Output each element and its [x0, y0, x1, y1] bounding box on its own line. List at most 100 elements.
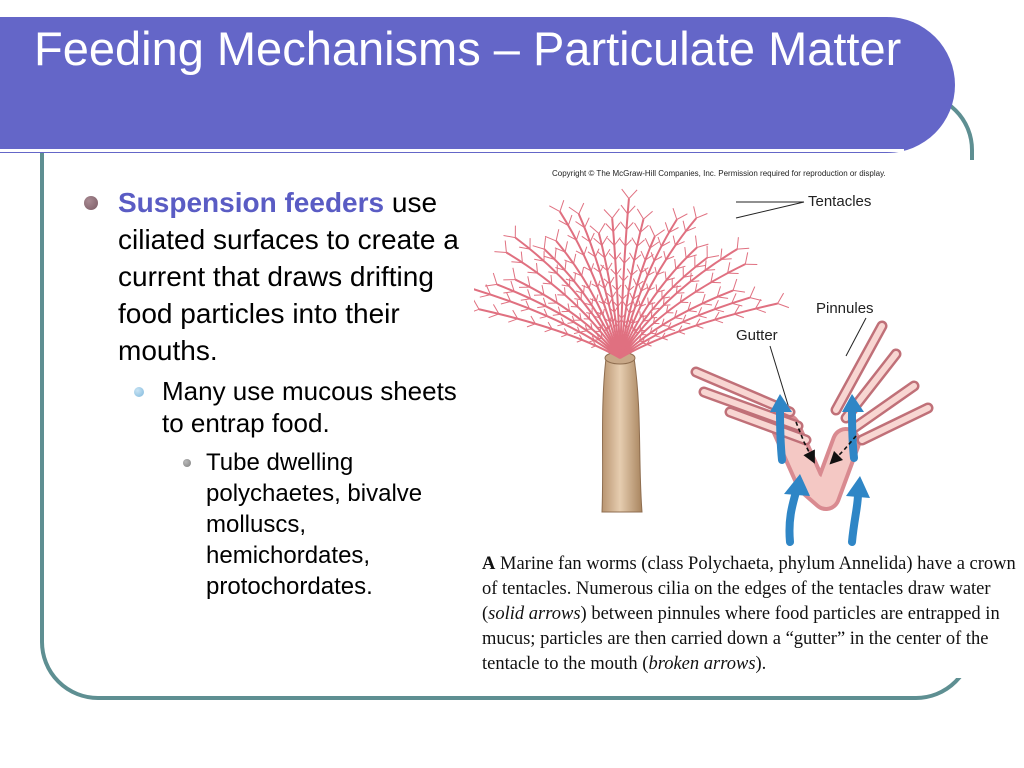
pinnule	[649, 225, 656, 237]
pinnule	[550, 274, 553, 285]
pinnule	[542, 297, 547, 307]
pinnule	[676, 213, 688, 220]
pinnule	[629, 292, 634, 300]
pinnule	[479, 294, 491, 298]
pinnule	[685, 254, 697, 259]
pinnule	[608, 318, 614, 323]
pinnule	[561, 333, 568, 338]
pinnule	[574, 298, 582, 301]
pinnule	[654, 330, 658, 336]
pinnule	[705, 269, 716, 271]
pinnule	[714, 319, 724, 324]
tentacle	[559, 211, 621, 359]
label-gutter: Gutter	[736, 327, 778, 344]
pinnule	[589, 225, 600, 234]
pinnule	[589, 298, 597, 302]
pinnule	[702, 303, 713, 306]
pinnule	[754, 298, 762, 309]
pinnule	[519, 246, 531, 250]
pinnule	[623, 257, 631, 264]
worm-tube	[601, 351, 643, 513]
pinnule	[661, 241, 671, 247]
bullet-keyword: Suspension feeders	[118, 187, 385, 218]
pinnule	[527, 289, 532, 299]
pinnule	[777, 292, 785, 304]
pinnule	[675, 241, 685, 246]
pinnule	[684, 247, 687, 259]
pinnule	[620, 204, 629, 215]
pinnule	[665, 305, 669, 313]
pinnule	[605, 223, 614, 232]
pinnule	[474, 299, 480, 310]
pinnule	[564, 259, 574, 265]
pinnule	[656, 271, 665, 276]
pinnule	[690, 280, 700, 283]
pinnule	[755, 308, 766, 313]
pinnule	[543, 237, 547, 250]
pinnule	[646, 283, 649, 291]
pinnule	[593, 237, 603, 246]
pinnule	[664, 271, 667, 281]
pinnule	[504, 240, 507, 253]
pinnule	[565, 278, 575, 283]
pinnule	[646, 343, 652, 347]
title-underline	[0, 149, 904, 152]
caption-italic: solid arrows	[488, 604, 581, 624]
pinnule	[590, 263, 595, 272]
pinnule	[643, 210, 653, 220]
tentacles-callout	[735, 201, 805, 219]
pinnule	[622, 294, 627, 300]
pinnule	[544, 328, 553, 333]
pinnule	[520, 308, 530, 312]
caption-text: Marine fan worms (class Polychaeta, phyl…	[482, 554, 1016, 624]
tentacle	[474, 288, 621, 359]
pinnule	[661, 337, 668, 341]
pinnule	[675, 285, 678, 294]
pinnule	[677, 325, 683, 332]
bullet-text: Tube dwelling polychaetes, bivalve mollu…	[206, 449, 423, 600]
pinnule	[777, 303, 790, 309]
pinnule	[549, 205, 561, 213]
pinnule	[568, 206, 580, 215]
tentacle	[514, 236, 621, 359]
pinnule	[575, 250, 585, 256]
pinnule	[661, 324, 669, 327]
pinnule	[720, 248, 723, 260]
pinnule	[704, 260, 707, 271]
bullet-dot-icon	[183, 459, 191, 467]
pinnule	[567, 321, 575, 324]
bullet-text: Many use mucous sheets to entrap food.	[162, 376, 457, 438]
copyright-notice: Copyright © The McGraw-Hill Companies, I…	[552, 169, 886, 178]
pinnule	[554, 248, 557, 260]
pinnule	[620, 221, 627, 231]
pinnule	[597, 326, 603, 329]
pinnule	[510, 280, 515, 292]
pinnule	[616, 284, 622, 291]
pinnule	[682, 321, 691, 325]
pinnule	[693, 206, 697, 219]
pinnule	[664, 222, 670, 233]
pinnule	[611, 284, 618, 291]
pinnule	[567, 303, 571, 312]
pinnule	[632, 320, 638, 324]
pinnule	[631, 237, 638, 247]
pinnule	[695, 318, 701, 326]
pinnules-callout	[845, 317, 867, 357]
pinnule	[661, 332, 666, 339]
pinnule	[600, 333, 603, 339]
pinnule	[618, 275, 624, 282]
pinnule	[655, 284, 658, 293]
pinnule	[697, 307, 703, 316]
pinnule	[584, 217, 590, 228]
pinnule	[636, 264, 642, 274]
pinnule	[587, 251, 596, 258]
pinnule	[578, 202, 585, 215]
pinnule	[603, 298, 607, 305]
pinnule	[575, 230, 581, 241]
pinnule	[573, 253, 577, 264]
pinnule	[543, 308, 548, 317]
bullet-dot-icon	[84, 196, 98, 210]
pinnule	[672, 235, 676, 246]
pinnule	[576, 326, 581, 333]
caption-letter: A	[482, 554, 496, 574]
